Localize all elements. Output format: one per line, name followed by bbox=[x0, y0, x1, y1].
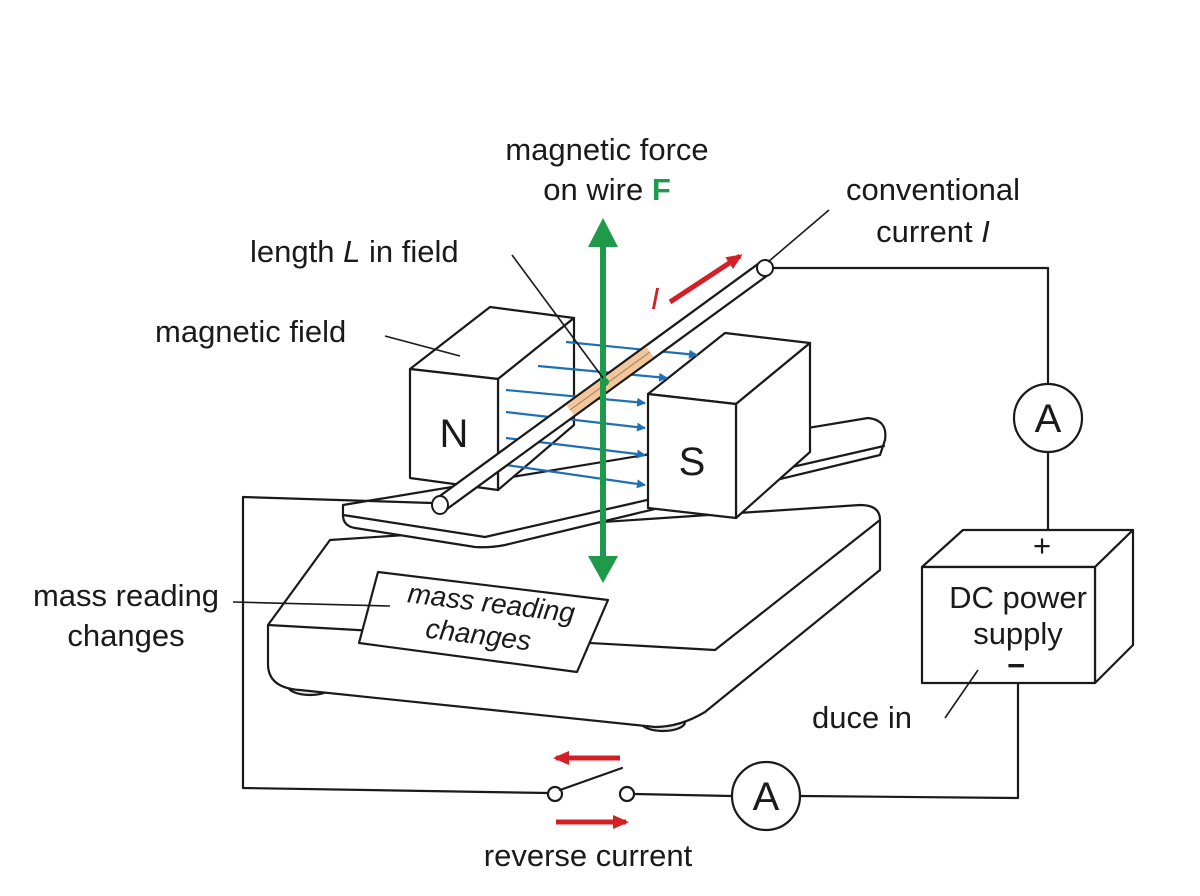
switch-terminal-left bbox=[546, 785, 564, 803]
current-label-line2: current I bbox=[876, 214, 990, 249]
current-label-line1: conventional bbox=[846, 172, 1020, 207]
magnet-north-label: N bbox=[440, 412, 469, 456]
length-symbol: L bbox=[343, 234, 360, 269]
current-symbol: I bbox=[981, 214, 990, 249]
magnetic-field-label: magnetic field bbox=[155, 314, 346, 349]
wire-length-in-field bbox=[566, 346, 654, 416]
length-label: length L in field bbox=[250, 234, 459, 269]
field-line bbox=[505, 463, 646, 489]
magnet-south-label: S bbox=[679, 440, 706, 484]
ammeter-top bbox=[1012, 382, 1084, 454]
field-line bbox=[505, 410, 646, 432]
switch-lever[interactable] bbox=[558, 766, 624, 792]
supply-label-line1: DC power bbox=[949, 580, 1087, 615]
south-magnet bbox=[646, 331, 812, 520]
current-direction-arrow bbox=[668, 253, 743, 305]
dc-power-supply bbox=[920, 528, 1135, 685]
switch-terminal-right bbox=[618, 785, 636, 803]
circuit-wires bbox=[241, 266, 1050, 800]
display-screen bbox=[357, 570, 610, 674]
reverse-current-label: reverse current bbox=[484, 838, 693, 873]
wire-current-symbol: I bbox=[651, 281, 660, 316]
magnetic-force-arrow bbox=[588, 218, 618, 583]
supply-label-line2: supply bbox=[973, 616, 1063, 651]
mass-label-line1: mass reading bbox=[33, 578, 219, 613]
field-line bbox=[565, 340, 698, 359]
force-symbol: F bbox=[652, 172, 671, 207]
duce-in-label: duce in bbox=[812, 700, 912, 735]
supply-plus-terminal: + bbox=[1033, 528, 1051, 563]
force-label-line2: on wire F bbox=[543, 172, 671, 207]
ammeter-bottom bbox=[730, 760, 802, 832]
mass-label-line2: changes bbox=[67, 618, 184, 653]
leader-lines bbox=[232, 209, 979, 719]
ammeter-top-label: A bbox=[1035, 397, 1062, 441]
reversing-switch[interactable] bbox=[546, 766, 636, 803]
ammeter-bottom-label: A bbox=[753, 775, 780, 819]
supply-minus-terminal: − bbox=[1007, 648, 1025, 683]
force-label-line1: magnetic force bbox=[505, 132, 708, 167]
